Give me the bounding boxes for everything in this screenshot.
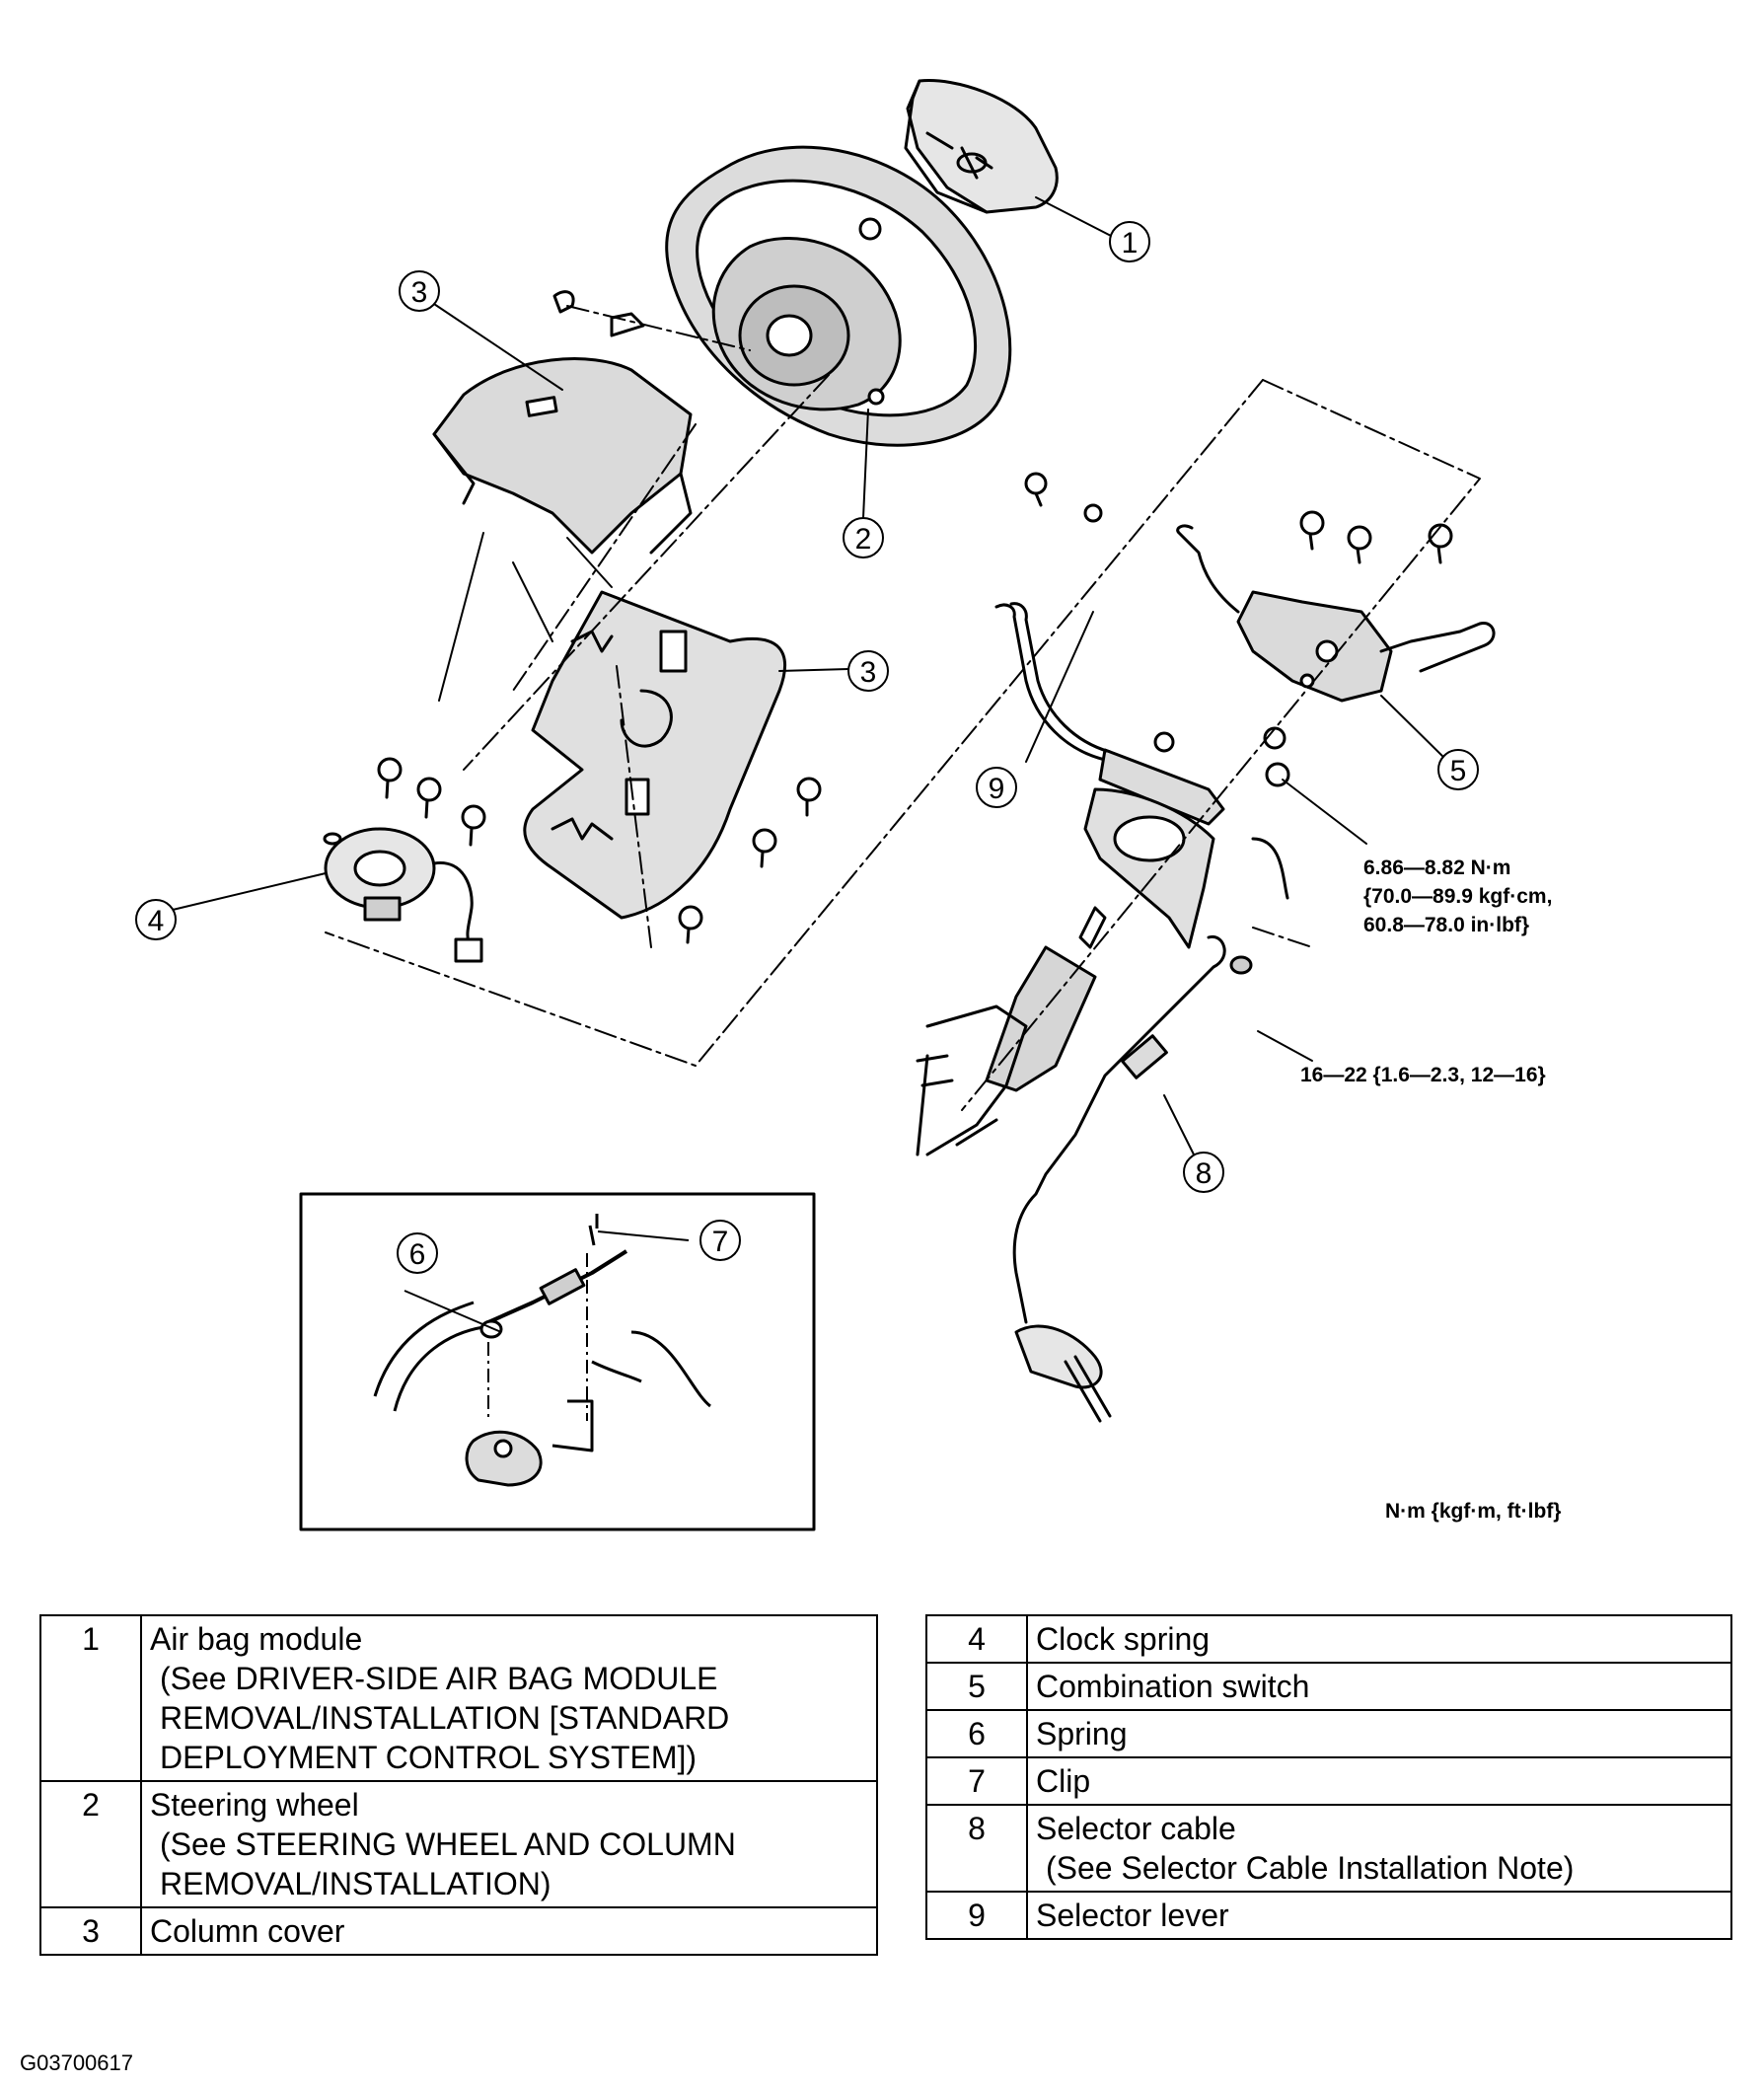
callout-5-label: 5	[1450, 755, 1467, 787]
legend-row-3: 3 Column cover	[39, 1906, 878, 1956]
callout-8-label: 8	[1196, 1157, 1213, 1190]
callout-2-label: 2	[855, 523, 872, 556]
legend-num: 6	[925, 1709, 1028, 1758]
legend-desc: Air bag module (See DRIVER-SIDE AIR BAG …	[140, 1614, 878, 1782]
legend-row-6: 6 Spring	[925, 1709, 1732, 1758]
torque-column-line-1: 6.86—8.82 N·m	[1363, 856, 1510, 879]
legend-part-name: Column cover	[140, 1906, 878, 1956]
callout-2: 2	[843, 517, 884, 558]
selector-cable	[1012, 934, 1253, 1423]
legend-row-9: 9 Selector lever	[925, 1891, 1732, 1940]
figure-code: G03700617	[20, 2050, 133, 2075]
legend-table-right: 4 Clock spring 5 Combination switch 6 Sp…	[925, 1614, 1732, 1940]
legend-row-8: 8 Selector cable (See Selector Cable Ins…	[925, 1804, 1732, 1893]
legend-row-1: 1 Air bag module (See DRIVER-SIDE AIR BA…	[39, 1614, 878, 1782]
callout-1: 1	[1109, 221, 1150, 262]
callout-6-label: 6	[409, 1238, 426, 1271]
callout-9: 9	[976, 767, 1017, 808]
callouts: 1 2 3 3 4 5 6 7 8 9	[135, 221, 1479, 1274]
callout-7-label: 7	[712, 1226, 729, 1258]
leader-lines	[172, 196, 1449, 1155]
legend-row-5: 5 Combination switch	[925, 1662, 1732, 1711]
callout-9-label: 9	[989, 773, 1005, 805]
inset-detail	[299, 1192, 816, 1531]
callout-4: 4	[135, 899, 177, 940]
legend-part-name: Clip	[1026, 1756, 1732, 1806]
legend-table-left: 1 Air bag module (See DRIVER-SIDE AIR BA…	[39, 1614, 878, 1956]
callout-1-label: 1	[1122, 227, 1139, 260]
legend-num: 3	[39, 1906, 142, 1956]
callout-4-label: 4	[148, 905, 165, 937]
torque-column-line-2: {70.0—89.9 kgf·cm,	[1363, 885, 1552, 908]
torque-column-line-3: 60.8—78.0 in·lbf}	[1363, 914, 1529, 936]
callout-8: 8	[1183, 1152, 1224, 1193]
steering-column	[916, 787, 1289, 1156]
legend-num: 7	[925, 1756, 1028, 1806]
legend-row-4: 4 Clock spring	[925, 1614, 1732, 1664]
steering-wheel	[665, 145, 1012, 447]
legend-reference: (See Selector Cable Installation Note)	[1046, 1850, 1575, 1886]
callout-3-lower: 3	[847, 650, 889, 692]
callout-3-upper-label: 3	[411, 276, 428, 309]
legend-part-name: Selector lever	[1026, 1891, 1732, 1940]
fasteners	[377, 217, 1453, 944]
torque-specs: 6.86—8.82 N·m {70.0—89.9 kgf·cm, 60.8—78…	[1300, 856, 1561, 1523]
legend-part-name: Steering wheel	[150, 1787, 359, 1823]
legend-num: 4	[925, 1614, 1028, 1664]
legend-row-2: 2 Steering wheel (See STEERING WHEEL AND…	[39, 1780, 878, 1908]
legend-num: 9	[925, 1891, 1028, 1940]
exploded-view-diagram: 1 2 3 3 4 5 6 7 8 9 6.86—8.82 N·m {70.0—…	[135, 79, 1561, 1531]
legend-num: 5	[925, 1662, 1028, 1711]
legend-num: 2	[39, 1780, 142, 1908]
legend-row-7: 7 Clip	[925, 1756, 1732, 1806]
combination-switch	[1176, 524, 1496, 703]
air-bag-module	[904, 79, 1059, 214]
callout-6: 6	[397, 1232, 438, 1274]
callout-3-lower-label: 3	[860, 656, 877, 689]
selector-lever	[994, 602, 1225, 826]
torque-units: N·m {kgf·m, ft·lbf}	[1385, 1500, 1561, 1523]
torque-cable-nut: 16—22 {1.6—2.3, 12—16}	[1300, 1064, 1546, 1086]
legend-num: 1	[39, 1614, 142, 1782]
clock-spring	[323, 827, 483, 963]
legend-reference: (See DRIVER-SIDE AIR BAG MODULE REMOVAL/…	[160, 1661, 730, 1775]
lower-column-cover	[523, 590, 786, 920]
callout-3-upper: 3	[399, 270, 440, 312]
legend-part-name: Combination switch	[1026, 1662, 1732, 1711]
callout-5: 5	[1437, 749, 1479, 790]
upper-column-cover	[432, 357, 693, 555]
legend-part-name: Spring	[1026, 1709, 1732, 1758]
reference-lines	[325, 305, 1481, 1111]
legend-reference: (See STEERING WHEEL AND COLUMN REMOVAL/I…	[160, 1826, 736, 1901]
callout-7: 7	[699, 1220, 741, 1261]
legend-desc: Steering wheel (See STEERING WHEEL AND C…	[140, 1780, 878, 1908]
legend-desc: Selector cable (See Selector Cable Insta…	[1026, 1804, 1732, 1893]
legend-part-name: Selector cable	[1036, 1811, 1236, 1846]
legend-num: 8	[925, 1804, 1028, 1893]
legend-part-name: Air bag module	[150, 1621, 363, 1657]
legend-part-name: Clock spring	[1026, 1614, 1732, 1664]
